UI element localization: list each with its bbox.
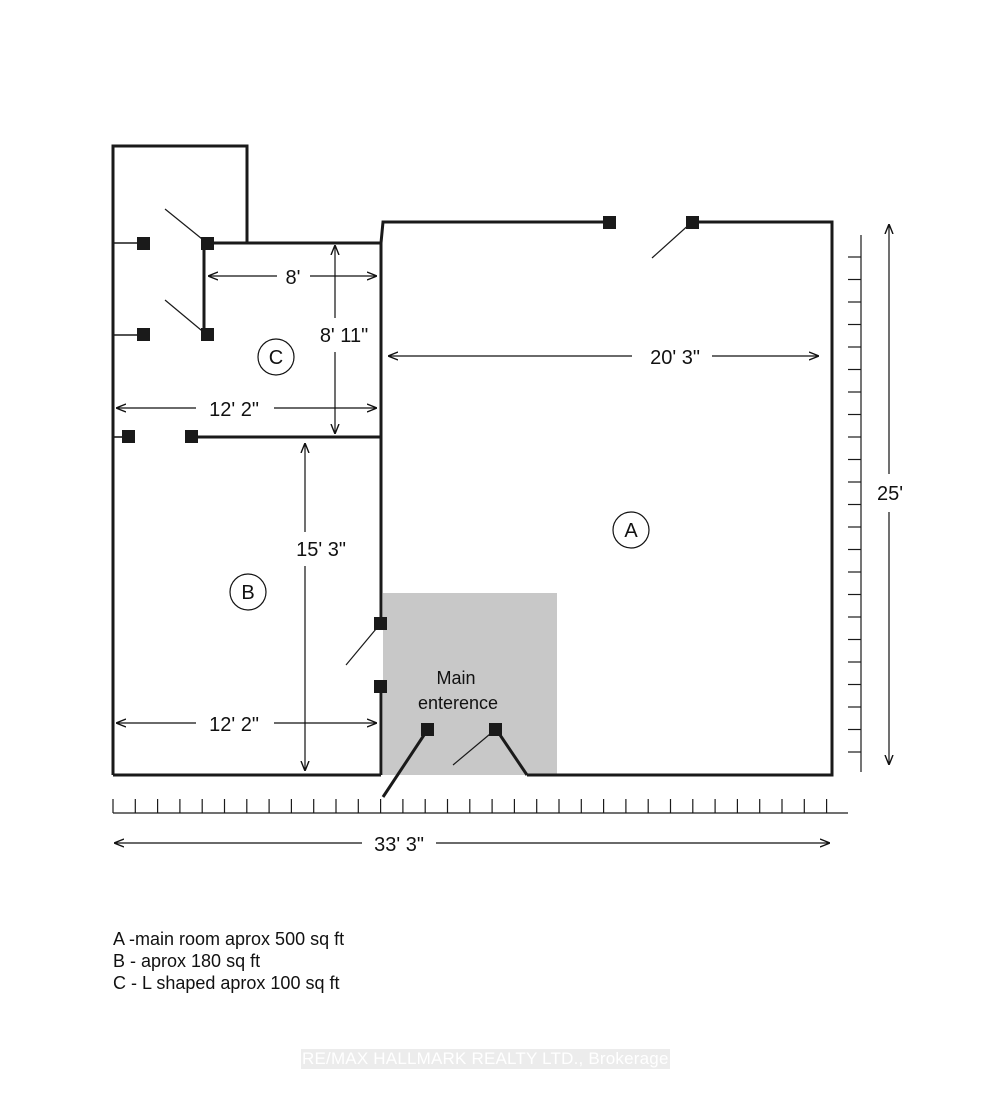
room-b-label: B — [229, 573, 267, 611]
watermark: RE/MAX HALLMARK REALTY LTD., Brokerage — [301, 1049, 670, 1069]
dim-a-width: 20' 3" — [650, 347, 700, 369]
legend-item-a: A -main room aprox 500 sq ft — [113, 929, 345, 949]
dim-overall-width: 33' 3" — [374, 834, 424, 856]
closet-wall — [111, 144, 249, 243]
dim-b-width: 12' 2" — [209, 714, 259, 736]
door-jambs — [122, 216, 699, 736]
dim-c-height: 8' 11" — [320, 325, 368, 347]
legend-item-b: B - aprox 180 sq ft — [113, 951, 261, 971]
entrance-left-wall — [381, 728, 430, 798]
room-a-right-wall — [527, 220, 834, 777]
door-swings — [164, 208, 693, 766]
dim-c-lower-width: 12' 2" — [209, 399, 259, 421]
legend: A -main room aprox 500 sq ft B - aprox 1… — [113, 928, 344, 994]
svg-text:C: C — [269, 347, 283, 369]
legend-item-c: C - L shaped aprox 100 sq ft — [113, 973, 340, 993]
bottom-ruler — [112, 799, 848, 814]
room-a-wall — [379, 220, 610, 244]
svg-text:A: A — [624, 520, 638, 542]
svg-text:B: B — [241, 582, 254, 604]
entrance-right-wall — [494, 728, 529, 776]
right-ruler — [848, 235, 862, 772]
entrance-label-line2: enterence — [418, 693, 498, 713]
entrance-label-line1: Main — [436, 668, 475, 688]
dim-overall-height: 25' — [877, 483, 903, 505]
dim-b-height: 15' 3" — [296, 539, 346, 561]
room-c-label: C — [257, 338, 295, 376]
entrance-area — [383, 593, 557, 775]
walls — [111, 144, 834, 798]
room-a-label: A — [612, 511, 650, 549]
dimension-lines — [115, 225, 889, 843]
dim-c-width: 8' — [286, 267, 301, 289]
